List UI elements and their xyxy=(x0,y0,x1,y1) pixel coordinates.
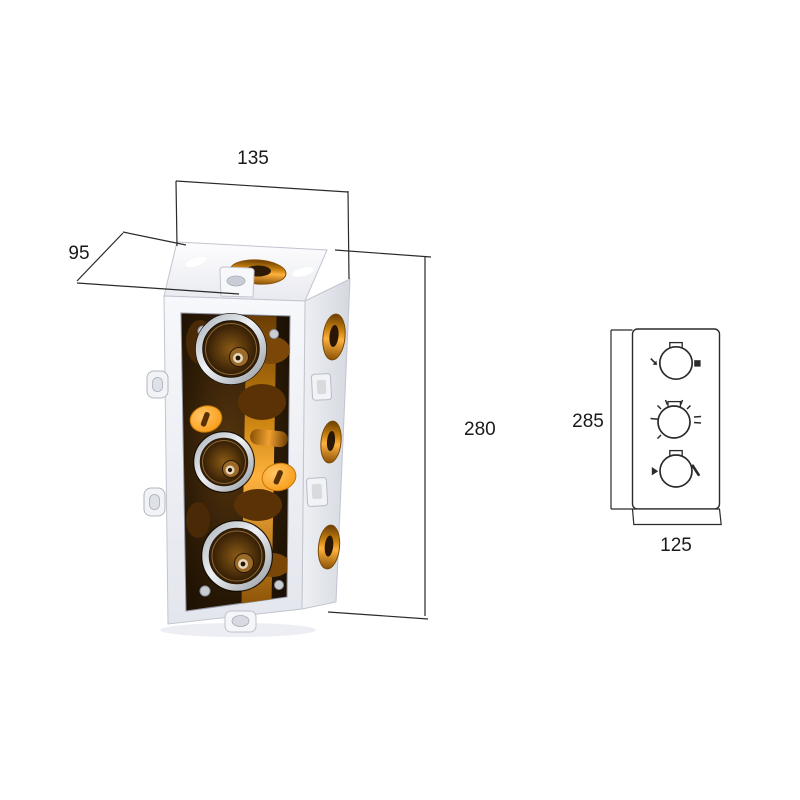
dim-height-280-label: 280 xyxy=(464,419,496,440)
cartridge-bottom-chrome-ring xyxy=(202,521,272,591)
side-clip-upper xyxy=(310,373,333,401)
top-face-highlight-right xyxy=(292,267,314,277)
test-plug-left-slot xyxy=(200,412,210,427)
dimension-depth-95 xyxy=(76,231,240,295)
dim-135-ext-left xyxy=(175,180,178,247)
top-mounting-tab-hole xyxy=(226,275,246,287)
dim-135-ext-right xyxy=(347,190,350,280)
valve-box-3d-view xyxy=(143,241,351,637)
knob-middle-scale-ticks-icon xyxy=(650,399,702,440)
dim-280-ext-bottom xyxy=(327,611,429,620)
side-inlet-port-top xyxy=(322,313,346,361)
side-clip-lower xyxy=(305,477,329,507)
dimension-width-135 xyxy=(175,180,350,280)
knob-bottom xyxy=(651,449,700,488)
dim-95-line xyxy=(76,232,124,282)
knob-bottom-circle xyxy=(659,454,693,488)
dim-280-ext-top xyxy=(334,249,432,258)
top-face-highlight-left xyxy=(185,256,207,268)
interior-screw-top-right xyxy=(269,329,279,339)
knob-top xyxy=(650,341,701,381)
side-inlet-port-bottom xyxy=(317,524,341,570)
dimension-height-280 xyxy=(327,249,432,620)
mounting-ear-upper xyxy=(146,370,169,399)
cartridge-middle-chrome-ring xyxy=(194,432,254,492)
trim-plate-bottom-edge xyxy=(631,508,722,526)
dim-width-125-label: 125 xyxy=(660,535,692,556)
dimension-height-285 xyxy=(610,329,633,510)
test-plug-right-slot xyxy=(273,470,283,485)
test-plug-right xyxy=(261,462,297,492)
top-mounting-tab xyxy=(219,266,255,298)
dim-height-285-label: 285 xyxy=(572,411,604,432)
dim-95-ext-bottom xyxy=(76,282,240,295)
trim-plate-front-view xyxy=(610,328,722,526)
dim-95-ext-top xyxy=(122,231,187,246)
interior-screw-bottom-right xyxy=(274,580,284,590)
valve-cartridge-middle xyxy=(193,431,255,493)
dim-135-line xyxy=(175,180,349,193)
dim-width-135-label: 135 xyxy=(237,148,269,169)
knob-bottom-indicator-triangle-icon xyxy=(651,467,659,476)
knob-middle-circle xyxy=(657,405,691,439)
knob-bottom-indicator-dash-icon xyxy=(691,464,700,477)
mounting-ear-lower xyxy=(143,487,166,517)
valve-cartridge-bottom xyxy=(201,520,273,592)
bottom-mounting-tab xyxy=(224,610,257,633)
knob-middle xyxy=(650,399,702,440)
knob-top-circle xyxy=(658,345,694,381)
cartridge-top-chrome-ring xyxy=(195,313,267,385)
valve-cartridge-top xyxy=(195,313,267,385)
knob-top-indicator-square-icon xyxy=(694,360,701,367)
test-plug-left xyxy=(189,405,223,433)
side-inlet-port-middle xyxy=(320,420,342,464)
dim-depth-95-label: 95 xyxy=(68,243,89,264)
interior-screw-bottom-left xyxy=(199,585,211,597)
